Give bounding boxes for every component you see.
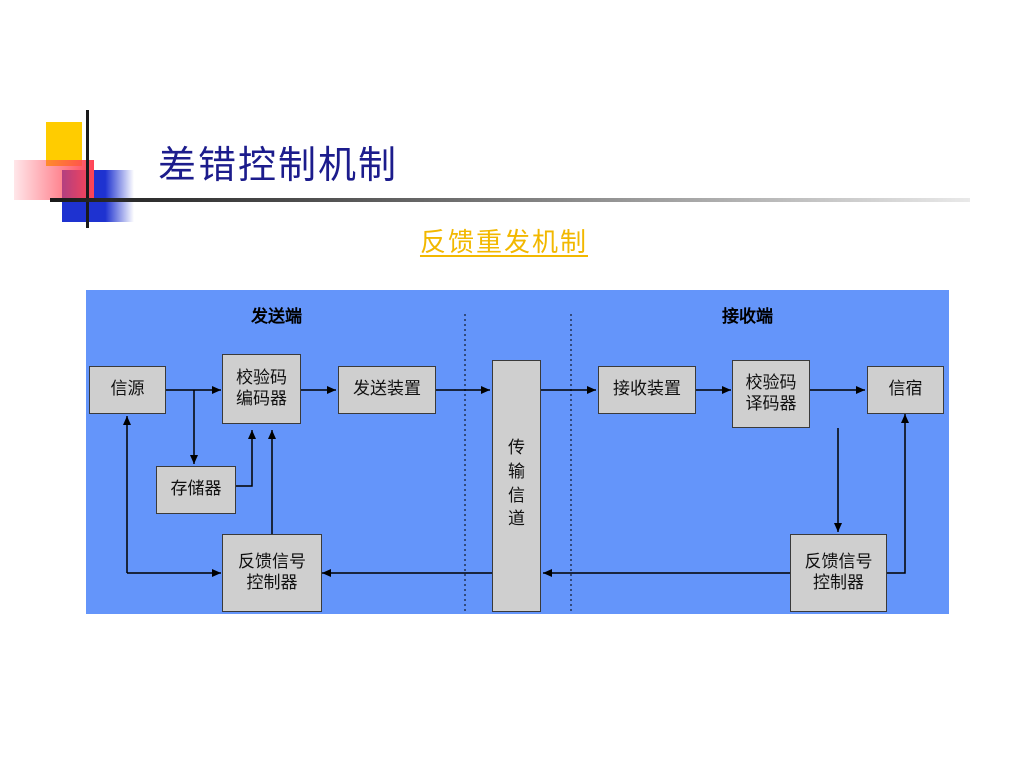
channel-char: 传 bbox=[508, 438, 525, 458]
decoder-label-line1: 校验码 bbox=[745, 372, 797, 393]
encoder-label-line1: 校验码 bbox=[236, 367, 287, 388]
deco-yellow-square bbox=[46, 122, 82, 166]
feedback-rx-label-line2: 控制器 bbox=[813, 573, 864, 593]
feedback-rx-label-line1: 反馈信号 bbox=[804, 551, 873, 572]
source-box: 信源 bbox=[89, 366, 166, 414]
decoder-box: 校验码 译码器 bbox=[732, 360, 810, 428]
page-title: 差错控制机制 bbox=[158, 143, 399, 187]
channel-char: 道 bbox=[508, 509, 525, 530]
channel-char: 输 bbox=[508, 461, 525, 482]
sender-section-label: 发送端 bbox=[251, 307, 302, 327]
decoder-label-line2: 译码器 bbox=[745, 394, 797, 414]
feedback-tx-label-line1: 反馈信号 bbox=[238, 551, 306, 572]
source-label: 信源 bbox=[110, 379, 145, 400]
channel-char: 信 bbox=[508, 485, 525, 506]
deco-red-square bbox=[14, 160, 94, 200]
sink-label: 信宿 bbox=[888, 379, 923, 400]
encoder-label-line2: 编码器 bbox=[236, 389, 287, 409]
deco-vertical-line bbox=[86, 110, 89, 228]
deco-horizontal-rule bbox=[50, 198, 970, 202]
channel-box: 传 输 信 道 bbox=[492, 360, 541, 612]
receiver-label: 接收装置 bbox=[613, 379, 681, 400]
sink-box: 信宿 bbox=[867, 366, 944, 414]
encoder-box: 校验码 编码器 bbox=[222, 354, 301, 424]
storage-label: 存储器 bbox=[170, 479, 222, 500]
connector-lines bbox=[123, 314, 909, 612]
receiver-box: 接收装置 bbox=[598, 366, 696, 414]
storage-box: 存储器 bbox=[156, 466, 236, 514]
subtitle-link[interactable]: 反馈重发机制 bbox=[419, 228, 588, 258]
feedback-tx-box: 反馈信号 控制器 bbox=[222, 534, 322, 612]
feedback-tx-label-line2: 控制器 bbox=[246, 573, 298, 593]
diagram-panel: 发送端 接收端 信源 校验码 编码器 发送装置 存储器 反馈信号 控制器 传 输… bbox=[86, 290, 949, 614]
receiver-section-label: 接收端 bbox=[722, 307, 773, 327]
feedback-rx-box: 反馈信号 控制器 bbox=[790, 534, 887, 612]
transmitter-label: 发送装置 bbox=[353, 379, 421, 400]
transmitter-box: 发送装置 bbox=[338, 366, 436, 414]
